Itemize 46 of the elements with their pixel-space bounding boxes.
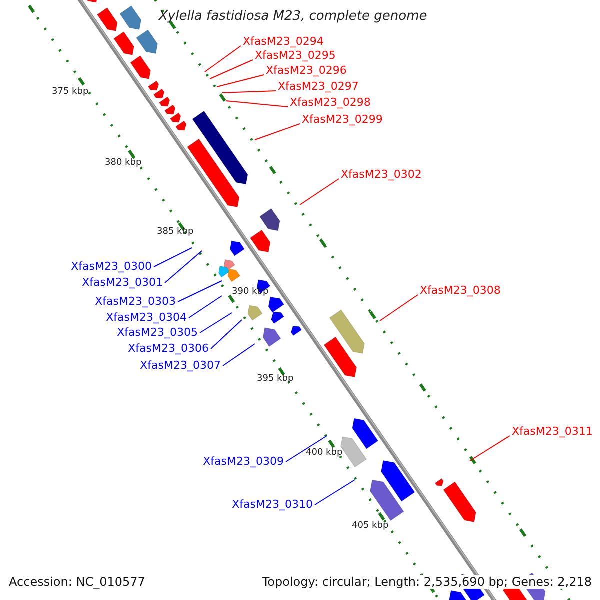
gene-label: XfasM23_0295	[255, 49, 336, 63]
gene-label: XfasM23_0310	[232, 498, 313, 512]
gene-label: XfasM23_0297	[278, 80, 359, 94]
gene-label: XfasM23_0298	[290, 96, 371, 110]
gene-label: XfasM23_0302	[341, 168, 422, 182]
leader-line	[210, 60, 254, 80]
scale-label: 375 kbp	[52, 86, 89, 99]
leader-line	[380, 294, 418, 322]
gene-label: XfasM23_0311	[512, 425, 593, 439]
leader-line	[222, 90, 276, 94]
gene-label: XfasM23_0303	[95, 295, 176, 309]
gene-label: XfasM23_0309	[203, 455, 284, 469]
leader-line	[200, 312, 232, 334]
leader-line	[216, 74, 264, 88]
gene-label: XfasM23_0296	[266, 64, 347, 78]
leader-line	[204, 46, 242, 72]
leader-line	[226, 100, 288, 108]
leader-line	[300, 178, 340, 206]
gene-label: XfasM23_0299	[302, 113, 383, 127]
scale-label: 380 kbp	[105, 157, 142, 170]
gene-label: XfasM23_0308	[420, 284, 501, 298]
scale-label: 400 kbp	[306, 447, 343, 460]
title: Xylella fastidiosa M23, complete genome	[159, 10, 428, 24]
gene-label: XfasM23_0305	[117, 326, 198, 340]
leader-line	[286, 436, 328, 462]
footer-text: Accession: NC_010577	[9, 575, 146, 589]
scale-label: 390 kbp	[232, 286, 269, 299]
scale-label: 405 kbp	[352, 520, 389, 533]
leader-line	[222, 344, 256, 366]
gene-label: XfasM23_0300	[71, 260, 152, 274]
gene-label: XfasM23_0304	[106, 311, 187, 325]
leader-line	[210, 320, 242, 350]
leader-line	[188, 296, 222, 318]
leader-line	[178, 280, 222, 302]
leader-line	[470, 436, 510, 462]
leader-line	[314, 480, 356, 506]
leader-line	[164, 250, 202, 284]
gene-label: XfasM23_0306	[128, 342, 209, 356]
gene-label: XfasM23_0307	[140, 359, 221, 373]
scale-label: 385 kbp	[157, 226, 194, 239]
scale-label: 395 kbp	[257, 373, 294, 386]
leader-line	[254, 124, 300, 140]
gene-label: XfasM23_0301	[82, 276, 163, 290]
footer-text: Topology: circular; Length: 2,535,690 bp; Genes: 2,218	[262, 575, 592, 589]
leader-line	[154, 248, 192, 268]
gene-label: XfasM23_0294	[243, 35, 324, 49]
